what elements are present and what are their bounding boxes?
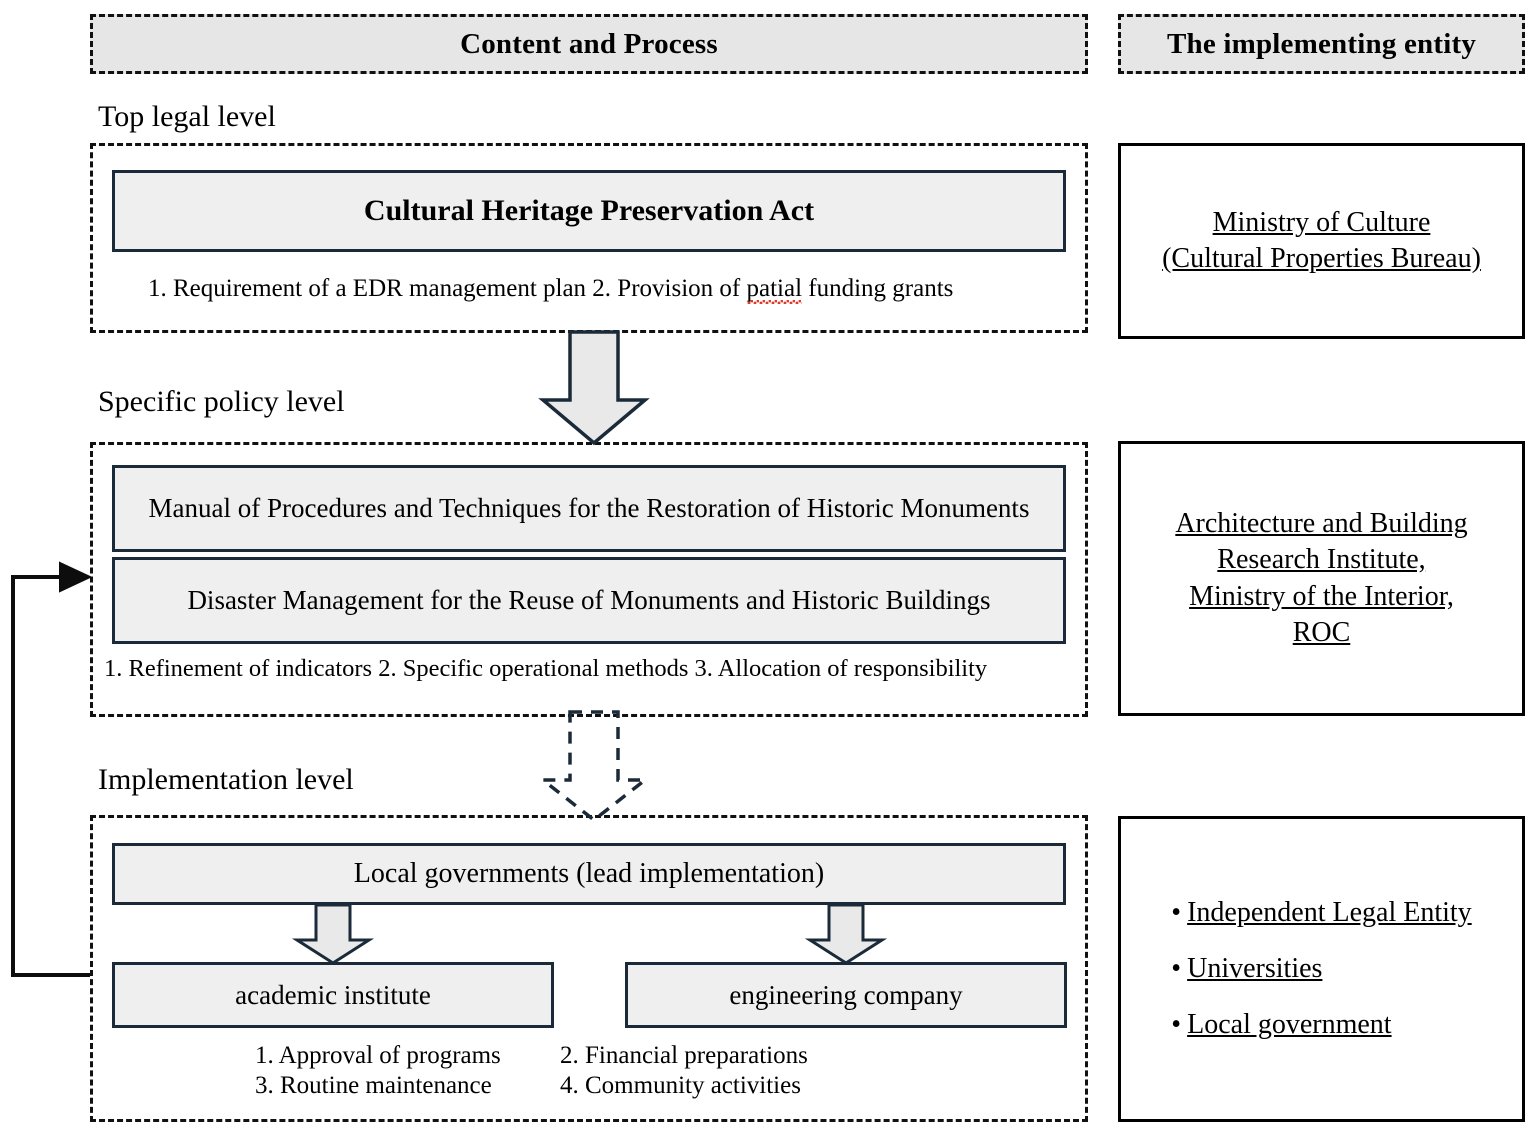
feedback-arrow-head-icon <box>59 561 93 593</box>
note-impl-3: 3. Routine maintenance <box>255 1072 492 1099</box>
box-disaster-management[interactable]: Disaster Management for the Reuse of Mon… <box>112 557 1066 644</box>
caption-implementation-level: Implementation level <box>98 763 354 796</box>
box-engineering-company[interactable]: engineering company <box>625 962 1067 1028</box>
bullet-item-universities: •Universities <box>1171 941 1471 997</box>
spellcheck-misspelled-word: patial <box>746 275 803 302</box>
down-block-arrow-dashed-icon <box>537 710 651 823</box>
entity-line-3: Ministry of the Interior, <box>1189 580 1454 612</box>
bullet-item-independent-legal-entity: •Independent Legal Entity <box>1171 885 1471 941</box>
entity-line-4: ROC <box>1292 616 1351 648</box>
bullet-dot-icon: • <box>1171 953 1182 984</box>
note-impl-2: 2. Financial preparations <box>560 1042 808 1069</box>
bullet-dot-icon: • <box>1171 1009 1182 1040</box>
note-specific-policy: 1. Refinement of indicators 2. Specific … <box>104 655 988 682</box>
entity-box-implementation-partners[interactable]: •Independent Legal Entity •Universities … <box>1118 816 1525 1122</box>
entity-line-2: (Cultural Properties Bureau) <box>1162 243 1481 274</box>
entity-text-ministry-of-culture: Ministry of Culture (Cultural Properties… <box>1162 205 1481 278</box>
down-block-arrow-icon <box>538 330 650 446</box>
bullet-label: Local government <box>1187 1009 1392 1040</box>
header-implementing-entity: The implementing entity <box>1118 14 1525 74</box>
entity-bullet-list: •Independent Legal Entity •Universities … <box>1171 885 1471 1053</box>
note-top-part-b: funding grants <box>802 275 954 302</box>
bullet-label: Independent Legal Entity <box>1187 897 1472 928</box>
box-cultural-heritage-preservation-act[interactable]: Cultural Heritage Preservation Act <box>112 170 1066 252</box>
caption-top-legal-level: Top legal level <box>98 100 276 133</box>
bullet-dot-icon: • <box>1171 897 1182 928</box>
bullet-item-local-government: •Local government <box>1171 997 1471 1053</box>
feedback-loop-arrow-icon <box>11 575 90 977</box>
header-content-and-process: Content and Process <box>90 14 1088 74</box>
note-impl-4: 4. Community activities <box>560 1072 801 1099</box>
entity-line-2: Research Institute, <box>1217 544 1426 576</box>
box-manual-of-procedures[interactable]: Manual of Procedures and Techniques for … <box>112 465 1066 552</box>
entity-line-1: Ministry of Culture <box>1212 206 1431 238</box>
note-impl-1: 1. Approval of programs <box>255 1042 501 1069</box>
note-top-part-a: 1. Requirement of a EDR management plan … <box>148 275 747 302</box>
box-academic-institute[interactable]: academic institute <box>112 962 554 1028</box>
note-implementation-list: 1. Approval of programs 2. Financial pre… <box>255 1042 808 1100</box>
entity-line-1: Architecture and Building <box>1175 507 1468 539</box>
bullet-label: Universities <box>1187 953 1323 984</box>
caption-specific-policy-level: Specific policy level <box>98 385 345 418</box>
entity-text-architecture-research-institute: Architecture and Building Research Insti… <box>1175 506 1467 652</box>
entity-box-architecture-research-institute[interactable]: Architecture and Building Research Insti… <box>1118 441 1525 716</box>
box-local-governments[interactable]: Local governments (lead implementation) <box>112 843 1066 905</box>
note-top-legal: 1. Requirement of a EDR management plan … <box>148 275 953 303</box>
entity-box-ministry-of-culture[interactable]: Ministry of Culture (Cultural Properties… <box>1118 143 1525 339</box>
